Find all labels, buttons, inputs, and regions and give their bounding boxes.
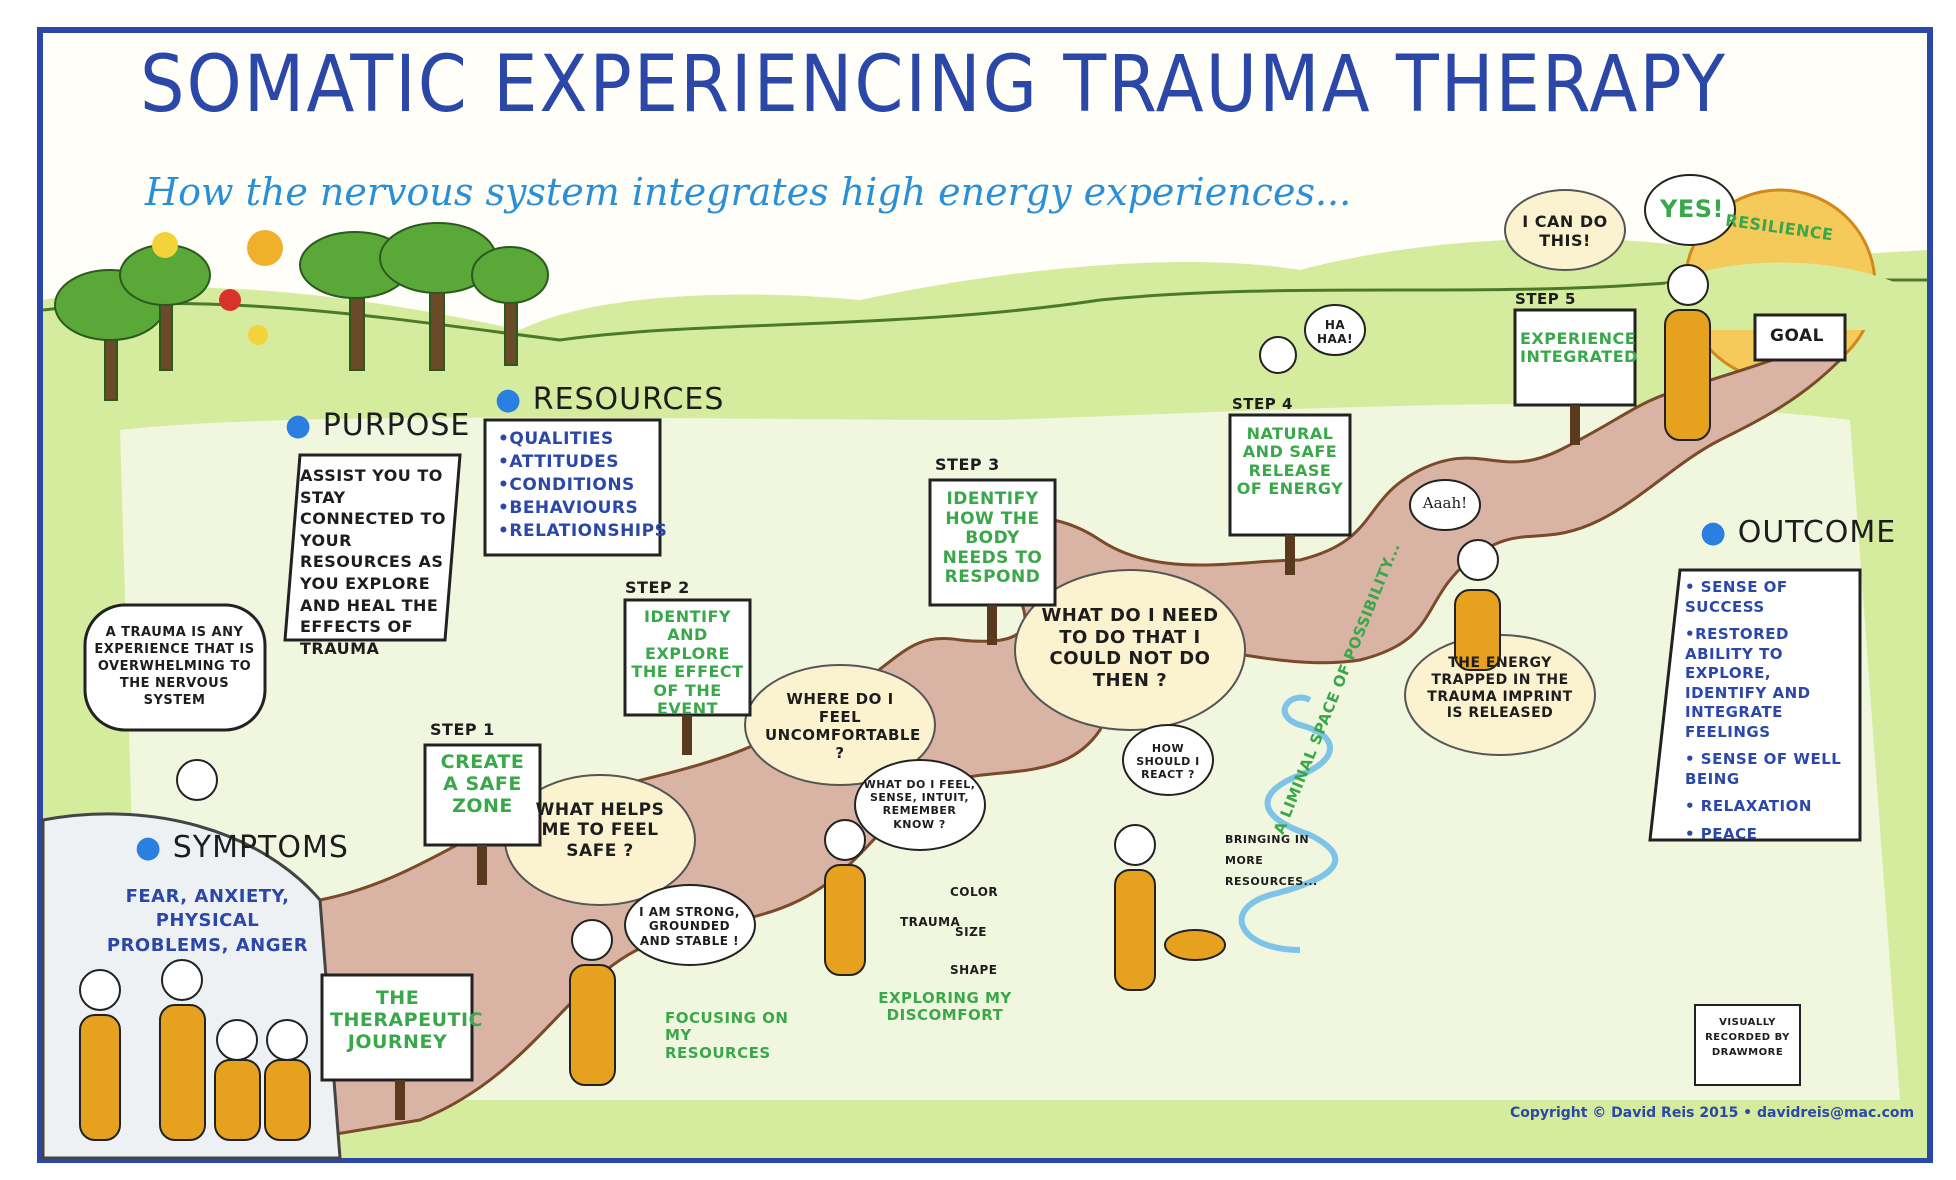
step5-board [1513,308,1637,407]
step3-text: IDENTIFY HOW THE BODY NEEDS TO RESPOND [942,489,1043,588]
symptoms-heading: SYMPTOMS [172,830,349,865]
focusing-caption: FOCUSING ON MY RESOURCES [665,1009,789,1062]
liminal-spiral [1238,694,1339,953]
need-to-do-cloud [1014,569,1246,731]
uncomfortable-cloud [744,664,936,786]
aaah-bubble-text: Aaah! [1422,494,1468,512]
outcome-item: • SENSE OF WELL BEING [1685,750,1842,788]
step2-board [623,598,752,717]
figures [79,309,1711,1141]
resource-item: •BEHAVIOURS [498,497,639,518]
outcome-list: • SENSE OF SUCCESS •RESTORED ABILITY TO … [1685,578,1855,844]
lamp-icon [1164,929,1226,961]
outcome-scroll [1648,568,1862,842]
size-label: SIZE [955,925,988,939]
feel-safe-bubble: WHAT HELPS ME TO FEEL SAFE ? [535,800,665,861]
step1-text: CREATE A SAFE ZONE [440,751,525,817]
step4-label: STEP 4 [1232,395,1293,413]
page-title: SOMATIC EXPERIENCING TRAUMA THERAPY [140,40,1727,130]
symptoms-heading-wrap: ● SYMPTOMS [135,830,349,865]
strong-bubble [624,884,756,966]
resources-heading: RESOURCES [532,382,725,417]
trauma-definition: A TRAUMA IS ANY EXPERIENCE THAT IS OVERW… [94,625,255,708]
outcome-item: • RELAXATION [1685,797,1812,815]
i-can-bubble: I CAN DO THIS! [1522,212,1608,251]
exploring-caption: EXPLORING MY DISCOMFORT [878,989,1012,1025]
goal-board [1753,313,1847,362]
strong-bubble-text: I AM STRONG, GROUNDED AND STABLE ! [639,905,740,948]
butterflies-decoration [152,230,283,345]
purpose-heading-wrap: ● PURPOSE [285,408,471,443]
energy-bubble: THE ENERGY TRAPPED IN THE TRAUMA IMPRINT… [1427,655,1573,722]
yes-bubble-text: YES! [1660,195,1725,223]
copyright: Copyright © David Reis 2015 • davidreis@… [1510,1105,1915,1121]
bringing-caption: BRINGING IN MORE RESOURCES... [1225,833,1318,888]
resources-box [483,418,662,557]
step3-board [928,478,1057,607]
outcome-item: •RESTORED ABILITY TO EXPLORE, IDENTIFY A… [1685,625,1811,741]
step4-board [1228,413,1352,537]
step1-label: STEP 1 [430,720,495,739]
shape-label: SHAPE [950,963,998,977]
journey-sign-text: THE THERAPEUTIC JOURNEY [330,987,483,1053]
journey-sign-board [320,973,474,1082]
step5-label: STEP 5 [1515,290,1576,308]
need-to-do-bubble: WHAT DO I NEED TO DO THAT I COULD NOT DO… [1041,605,1219,691]
step5-text: EXPERIENCE INTEGRATED [1520,329,1638,367]
feel-sense-bubble [854,759,986,851]
step2-label: STEP 2 [625,578,690,597]
resource-item: •CONDITIONS [498,474,635,495]
react-bubble [1122,724,1214,796]
outcome-heading-wrap: ● OUTCOME [1700,515,1897,550]
step4-text: NATURAL AND SAFE RELEASE OF ENERGY [1236,424,1344,499]
recorded-by: VISUALLY RECORDED BY DRAWMORE [1705,1017,1790,1058]
goal-label: GOAL [1770,326,1824,346]
recorded-box [1694,1004,1801,1086]
page-subtitle: How the nervous system integrates high e… [145,170,1352,214]
outcome-item: • SENSE OF SUCCESS [1685,578,1788,616]
symptoms-text: FEAR, ANXIETY, PHYSICAL PROBLEMS, ANGER [106,886,309,956]
react-bubble-text: HOW SHOULD I REACT ? [1136,742,1200,782]
purpose-text: ASSIST YOU TO STAY CONNECTED TO YOUR RES… [300,466,447,658]
figure-heads [79,264,1709,1061]
feel-sense-bubble-text: WHAT DO I FEEL, SENSE, INTUIT, REMEMBER … [863,778,976,831]
haha-bubble [1304,304,1366,356]
haha-bubble-text: HA HAA! [1316,318,1354,347]
outcome-heading: OUTCOME [1737,515,1897,550]
step2-text: IDENTIFY AND EXPLORE THE EFFECT OF THE E… [631,607,744,718]
color-label: COLOR [950,885,999,899]
aaah-bubble [1409,479,1481,531]
trauma-bubble-shape [83,603,267,732]
resources-heading-wrap: ● RESOURCES [495,382,725,417]
uncomfortable-bubble: WHERE DO I FEEL UNCOMFORTABLE ? [765,690,921,762]
purpose-scroll [283,453,462,642]
yes-bubble [1644,174,1736,246]
trauma-label: TRAUMA [900,915,961,929]
resources-list: •QUALITIES •ATTITUDES •CONDITIONS •BEHAV… [498,428,668,543]
step3-label: STEP 3 [935,455,1000,474]
i-can-cloud [1504,189,1626,271]
resource-item: •RELATIONSHIPS [498,520,668,541]
resource-item: •ATTITUDES [498,451,619,472]
outcome-item: • PEACE [1685,824,1758,843]
purpose-heading: PURPOSE [322,408,471,443]
trees [54,222,549,401]
resource-item: •QUALITIES [498,429,614,449]
